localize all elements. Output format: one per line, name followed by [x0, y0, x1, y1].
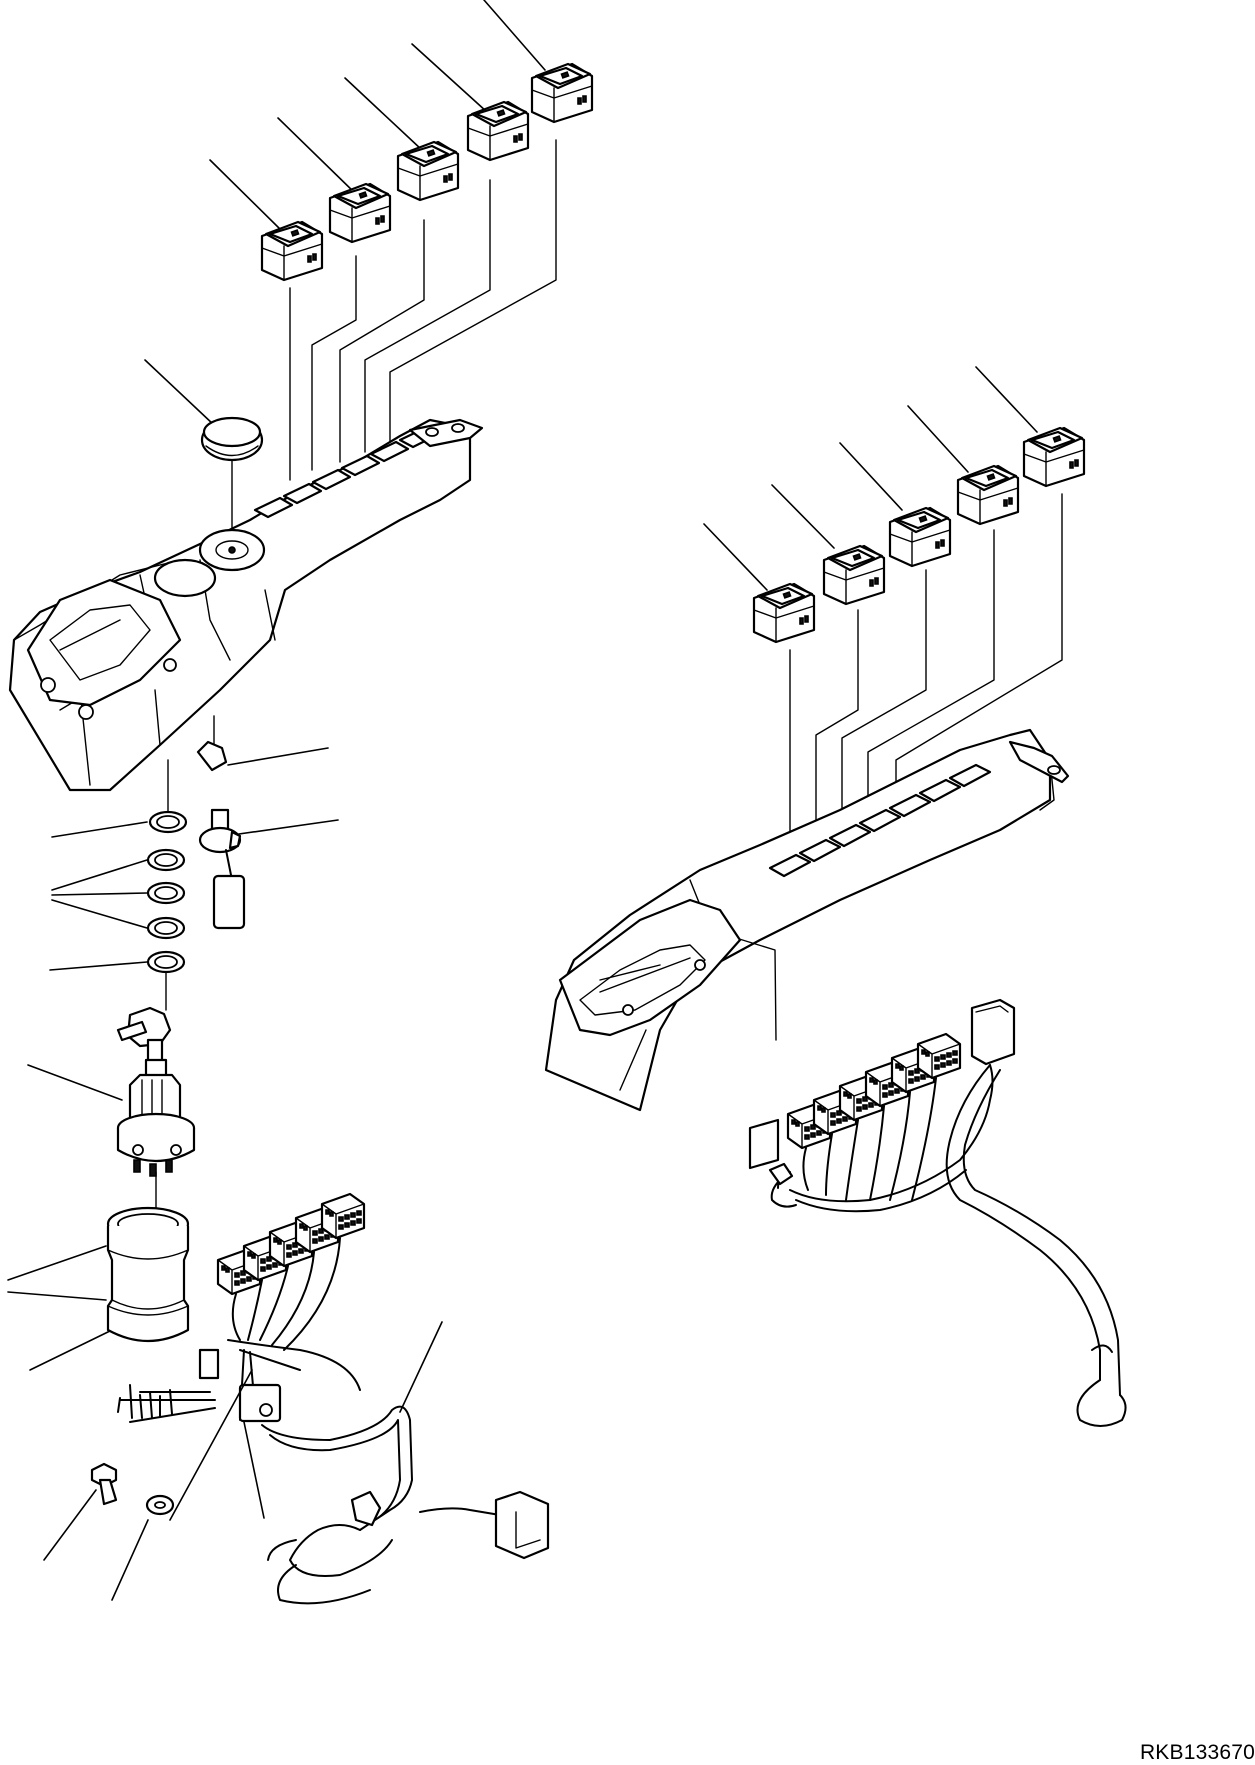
rocker-switch-2-right — [822, 544, 886, 606]
rocker-switch-1-left — [260, 220, 324, 282]
right-switch-slots — [770, 765, 990, 876]
rocker-switch-4-left — [466, 100, 530, 162]
right-wire-harness — [750, 1000, 1126, 1426]
rocker-switch-5-right — [1022, 426, 1086, 488]
right-console-assembly — [546, 367, 1126, 1426]
drawing-number: RKB133670 — [1139, 1741, 1255, 1764]
rocker-switch-4-right — [956, 464, 1020, 526]
left-switch-slots — [255, 428, 437, 517]
left-wire-harness — [118, 1192, 548, 1603]
left-console-assembly — [8, 0, 594, 1603]
rocker-switch-5-left — [530, 62, 594, 124]
rocker-switch-3-left — [396, 140, 460, 202]
rocker-switch-3-right — [888, 506, 952, 568]
rocker-switch-2-left — [328, 182, 392, 244]
rocker-switch-1-right — [752, 582, 816, 644]
